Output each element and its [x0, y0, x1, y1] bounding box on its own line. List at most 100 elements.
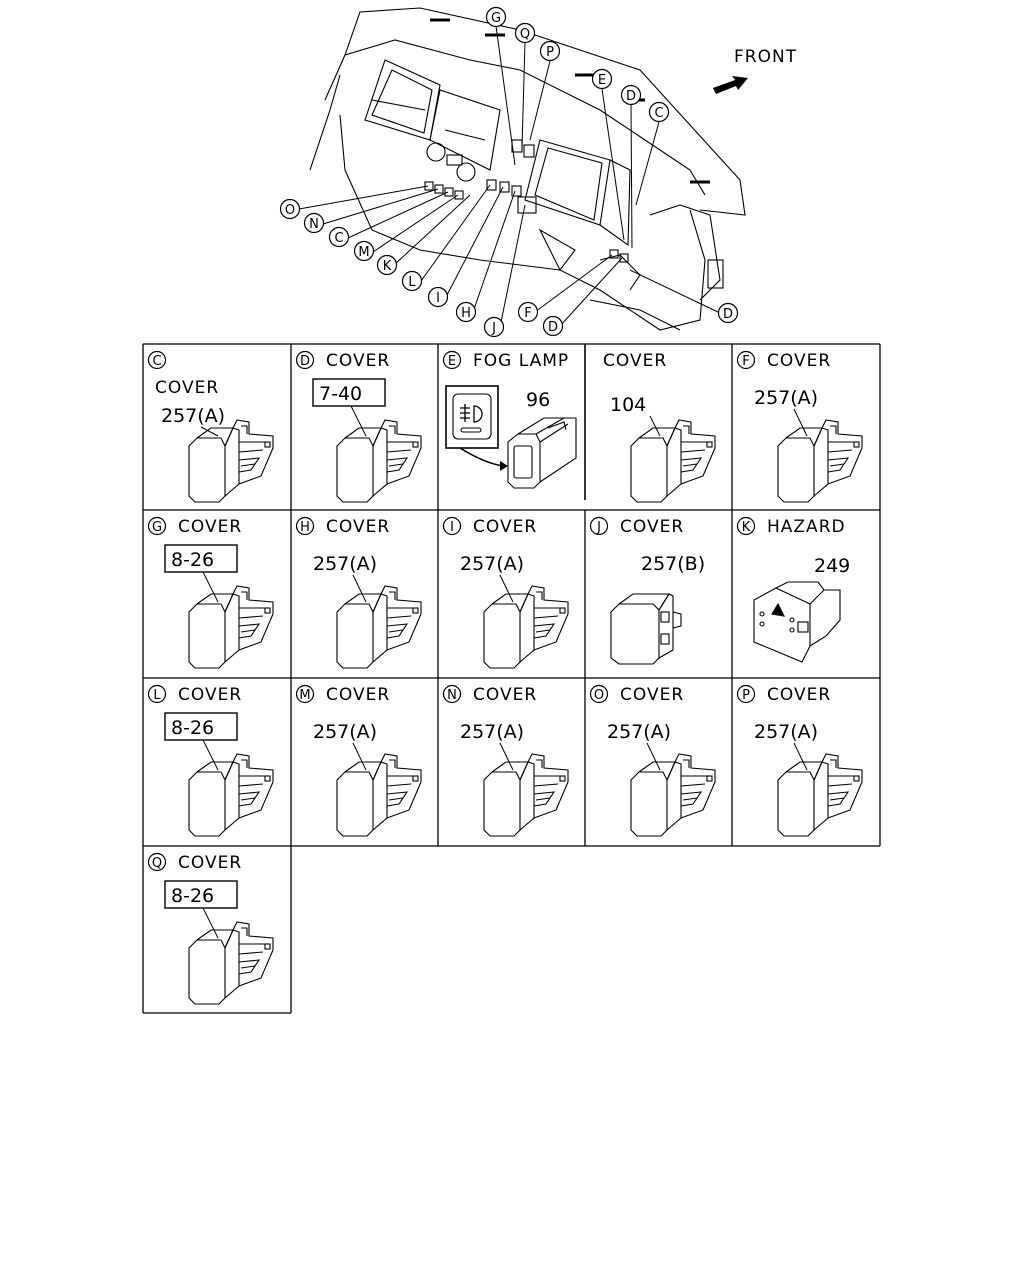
- callout-letter: Q: [520, 27, 530, 42]
- switch-cover-icon: [483, 753, 569, 837]
- ref-box: [164, 880, 238, 909]
- switch-cover-icon: [630, 753, 716, 837]
- cell-letter: H: [300, 520, 310, 535]
- callout-letter: D: [723, 307, 733, 322]
- cell-letter: G: [152, 520, 162, 535]
- callout-letter: L: [408, 275, 416, 290]
- ref-box: [164, 712, 238, 741]
- fog-lamp-switch-icon: [445, 385, 577, 489]
- part-cell-e: E FOG LAMP 96: [442, 350, 577, 489]
- ref-number: 96: [526, 389, 550, 411]
- cell-letter: Q: [152, 856, 162, 871]
- callout-letter: C: [334, 231, 343, 246]
- callout-letter: I: [436, 291, 440, 306]
- callout-letter: O: [285, 203, 295, 218]
- callout-letter: F: [524, 306, 531, 321]
- hazard-switch-icon: [753, 581, 841, 663]
- ref-number: 257(A): [754, 387, 818, 409]
- part-cell-n: N COVER 257(A): [442, 684, 569, 837]
- cell-title: COVER: [767, 685, 831, 705]
- callout-letter: M: [358, 245, 369, 260]
- cell-letter: N: [447, 688, 457, 703]
- letter-circle-icon: [147, 350, 167, 370]
- front-arrow-icon: [713, 76, 748, 94]
- letter-circle-icon: [295, 350, 315, 370]
- ref-box: [164, 544, 238, 573]
- front-label: FRONT: [734, 47, 797, 67]
- callout-letter: D: [548, 320, 558, 335]
- cell-letter: E: [448, 354, 456, 369]
- switch-cover-icon: [188, 921, 274, 1005]
- letter-circle-icon: [147, 852, 167, 872]
- switch-cover-icon: [777, 419, 863, 503]
- cell-title: COVER: [178, 517, 242, 537]
- cell-letter: J: [596, 520, 601, 535]
- cell-title: COVER: [178, 853, 242, 873]
- cell-title: COVER: [767, 351, 831, 371]
- switch-cover-icon: [336, 753, 422, 837]
- callout-m: M: [353, 240, 375, 262]
- cell-title: FOG LAMP: [473, 351, 569, 371]
- cell-letter: P: [742, 688, 750, 703]
- switch-cover-icon: [188, 753, 274, 837]
- cell-title: COVER: [326, 685, 390, 705]
- callout-letter: E: [598, 73, 606, 88]
- cell-letter: C: [152, 354, 161, 369]
- cell-title: COVER: [178, 685, 242, 705]
- cell-title: COVER: [473, 685, 537, 705]
- switch-cover-icon: [777, 753, 863, 837]
- ref-number: 8-26: [171, 885, 214, 907]
- callout-i: I: [427, 286, 449, 308]
- part-cell-q: Q COVER 8-26: [147, 852, 274, 1005]
- ref-number: 257(B): [641, 553, 705, 575]
- letter-circle-icon: [589, 516, 609, 536]
- ref-box: [312, 378, 386, 407]
- letter-circle-icon: [295, 516, 315, 536]
- ref-number: 257(A): [313, 721, 377, 743]
- switch-cover-icon: [188, 419, 274, 503]
- letter-circle-icon: [736, 684, 756, 704]
- letter-circle-icon: [736, 350, 756, 370]
- switch-cover-icon: [630, 419, 716, 503]
- callout-l: L: [401, 270, 423, 292]
- callout-n: N: [303, 212, 325, 234]
- switch-cover-icon: [188, 585, 274, 669]
- callout-f: F: [517, 301, 539, 323]
- cell-letter: F: [742, 354, 749, 369]
- switch-cover-icon: [336, 585, 422, 669]
- switch-cover-icon: [336, 419, 422, 503]
- callout-letter: J: [491, 321, 496, 336]
- callout-d: D: [620, 84, 642, 106]
- cell-title: COVER: [620, 517, 684, 537]
- callout-letter: P: [546, 45, 554, 60]
- cell-letter: O: [594, 688, 604, 703]
- cell-letter: L: [153, 688, 161, 703]
- letter-circle-icon: [147, 516, 167, 536]
- callout-d: D: [717, 302, 739, 324]
- letter-circle-icon: [442, 350, 462, 370]
- ref-number: 257(A): [607, 721, 671, 743]
- letter-circle-icon: [736, 516, 756, 536]
- callout-letter: H: [461, 306, 471, 321]
- ref-number: 257(A): [460, 553, 524, 575]
- letter-circle-icon: [442, 684, 462, 704]
- callout-q: Q: [514, 22, 536, 44]
- switch-cover-icon: [483, 585, 569, 669]
- callout-h: H: [455, 301, 477, 323]
- cell-title: COVER: [603, 351, 667, 371]
- cell-letter: M: [299, 688, 310, 703]
- callout-letter: K: [383, 259, 392, 274]
- cell-title: HAZARD: [767, 517, 846, 537]
- callout-k: K: [376, 254, 398, 276]
- callout-d: D: [542, 315, 564, 337]
- ref-number: 257(A): [460, 721, 524, 743]
- cell-letter: K: [742, 520, 751, 535]
- callout-c: C: [328, 226, 350, 248]
